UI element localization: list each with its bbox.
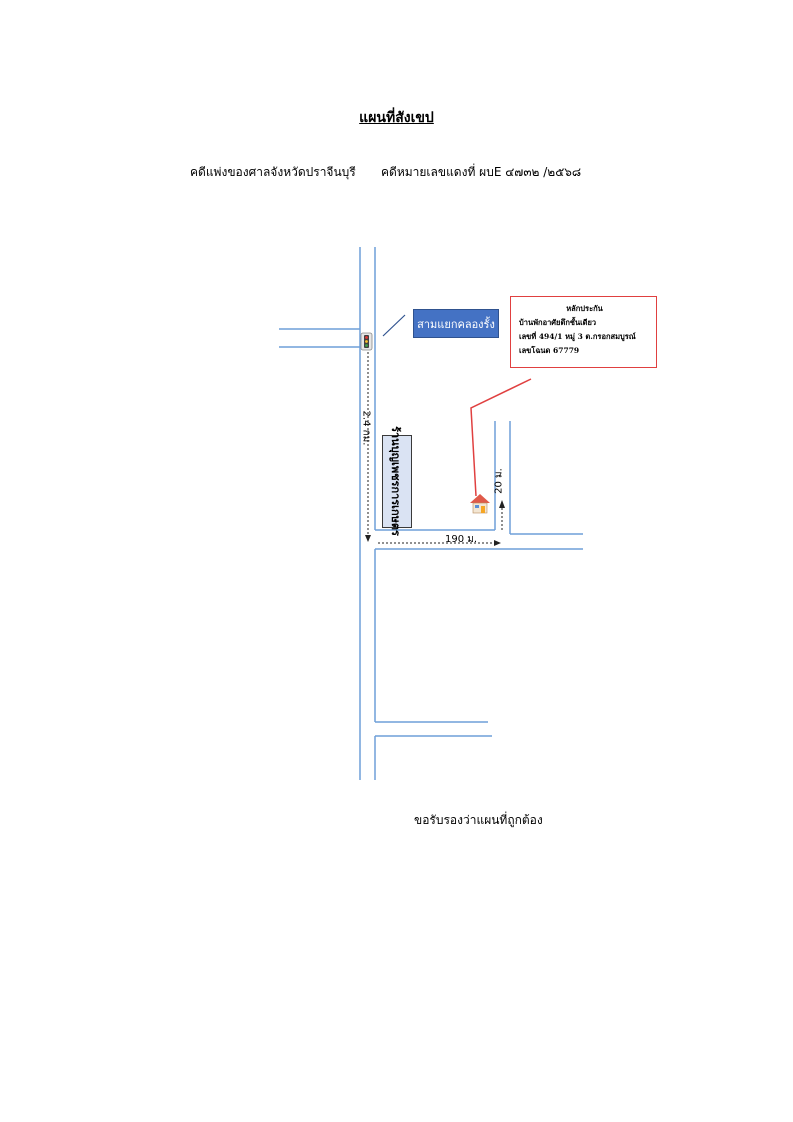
distance-arrows (367, 352, 503, 544)
label-pointer-line (382, 314, 406, 337)
collateral-type: บ้านพักอาศัยตึกชั้นเดียว (519, 318, 597, 327)
traffic-light-icon (360, 332, 373, 351)
page-title: แผนที่สังเขป (359, 110, 434, 126)
collateral-heading: หลักประกัน (566, 304, 603, 313)
collateral-address: เลขที่ 494/1 หมู่ 3 ต.กรอกสมบูรณ์ (519, 332, 636, 341)
market-box (382, 435, 412, 528)
house-icon (470, 494, 490, 514)
collateral-deed: เลขโฉนด 67779 (519, 346, 580, 355)
certification-text: ขอรับรองว่าแผนที่ถูกต้อง (414, 813, 543, 827)
market-label: ร้านบุญเพชรการเกษตร (389, 426, 402, 536)
intersection-label: สามแยกคลองรั้ง (413, 309, 499, 338)
callout-line (470, 378, 532, 497)
collateral-info-box: หลักประกัน บ้านพักอาศัยตึกชั้นเดียว เลขท… (510, 296, 657, 368)
roads (279, 247, 583, 780)
distance-label-short: 20 ม. (493, 468, 505, 494)
case-number: คดีหมายเลขแดงที่ ผบE ๔๗๓๒ /๒๕๖๘ (381, 165, 582, 179)
court-name: คดีแพ่งของศาลจังหวัดปราจีนบุรี (190, 165, 356, 179)
arrowhead-up (499, 500, 505, 508)
distance-label-vertical: 2.4 กม. (360, 410, 372, 446)
distance-label-horizontal: 190 ม. (445, 534, 478, 545)
arrowhead-down (365, 535, 371, 542)
arrowhead-right (494, 540, 501, 546)
